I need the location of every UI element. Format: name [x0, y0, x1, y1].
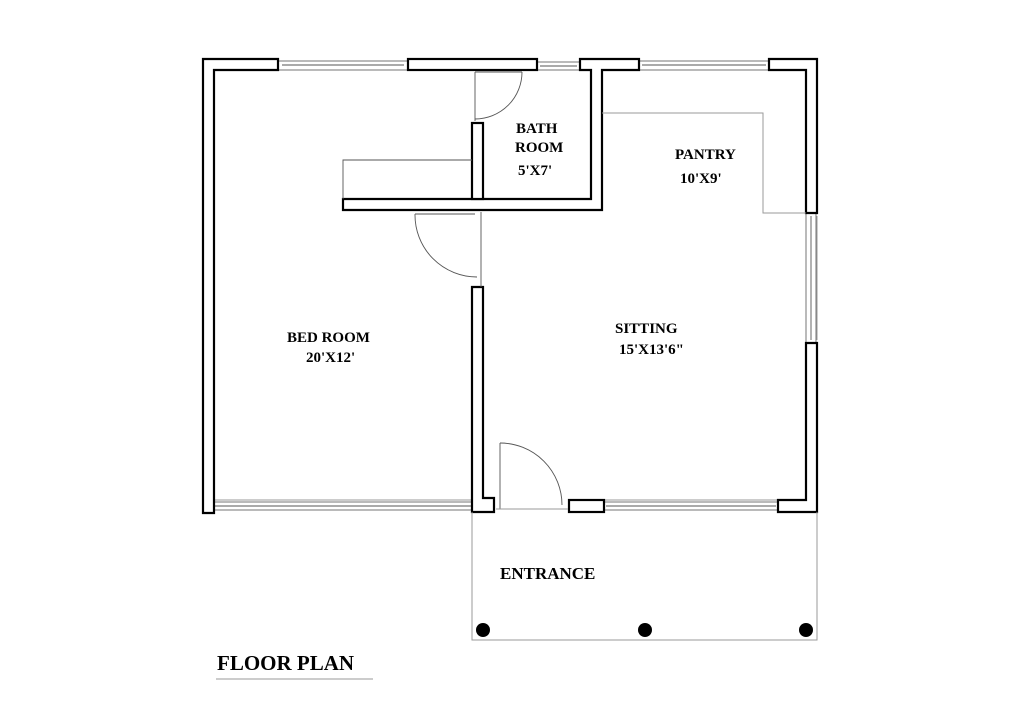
pantry-counter: [602, 112, 806, 214]
plan-title: FLOOR PLAN: [216, 651, 373, 680]
bedroom-size: 20'X12': [306, 350, 355, 366]
pantry-name: PANTRY: [675, 147, 736, 163]
wall-stub-entrance: [567, 498, 606, 514]
entrance-porch: [471, 512, 818, 641]
window-sitting-right: [805, 212, 818, 344]
bathroom-size: 5'X7': [518, 163, 552, 179]
window-bedroom-bottom: [212, 499, 476, 511]
walls: [201, 57, 819, 515]
sitting-name: SITTING: [615, 321, 678, 337]
porch-column-right: [799, 623, 813, 637]
porch-column-left: [476, 623, 490, 637]
fixtures: [342, 112, 806, 214]
wall-bath-left: [470, 121, 485, 201]
door-bath: [474, 71, 523, 121]
bathroom-name-line2: ROOM: [515, 140, 563, 156]
window-pantry-top: [638, 60, 770, 71]
wall-right-lower: [776, 341, 819, 514]
bathroom-name-line1: BATH: [516, 121, 558, 137]
wall-partition-lower: [470, 285, 496, 514]
windows: [212, 60, 818, 511]
room-labels: BED ROOM 20'X12' BATH ROOM 5'X7' PANTRY …: [287, 121, 736, 583]
wall-left: [201, 57, 280, 515]
porch-column-middle: [638, 623, 652, 637]
door-bedroom: [414, 212, 482, 287]
bedroom-wardrobe: [342, 159, 472, 199]
bedroom-name: BED ROOM: [287, 330, 370, 346]
wall-right-upper: [767, 57, 819, 215]
wall-top-middle: [406, 57, 539, 72]
page-title: FLOOR PLAN: [217, 651, 354, 675]
wall-top-bath-partition: [341, 57, 641, 212]
pantry-size: 10'X9': [680, 171, 722, 187]
window-bath-top: [536, 61, 581, 71]
sitting-size: 15'X13'6": [619, 342, 684, 358]
doors: [414, 71, 568, 510]
window-bedroom-top: [277, 60, 409, 71]
door-entrance: [496, 442, 568, 510]
entrance-name: ENTRANCE: [500, 564, 595, 583]
